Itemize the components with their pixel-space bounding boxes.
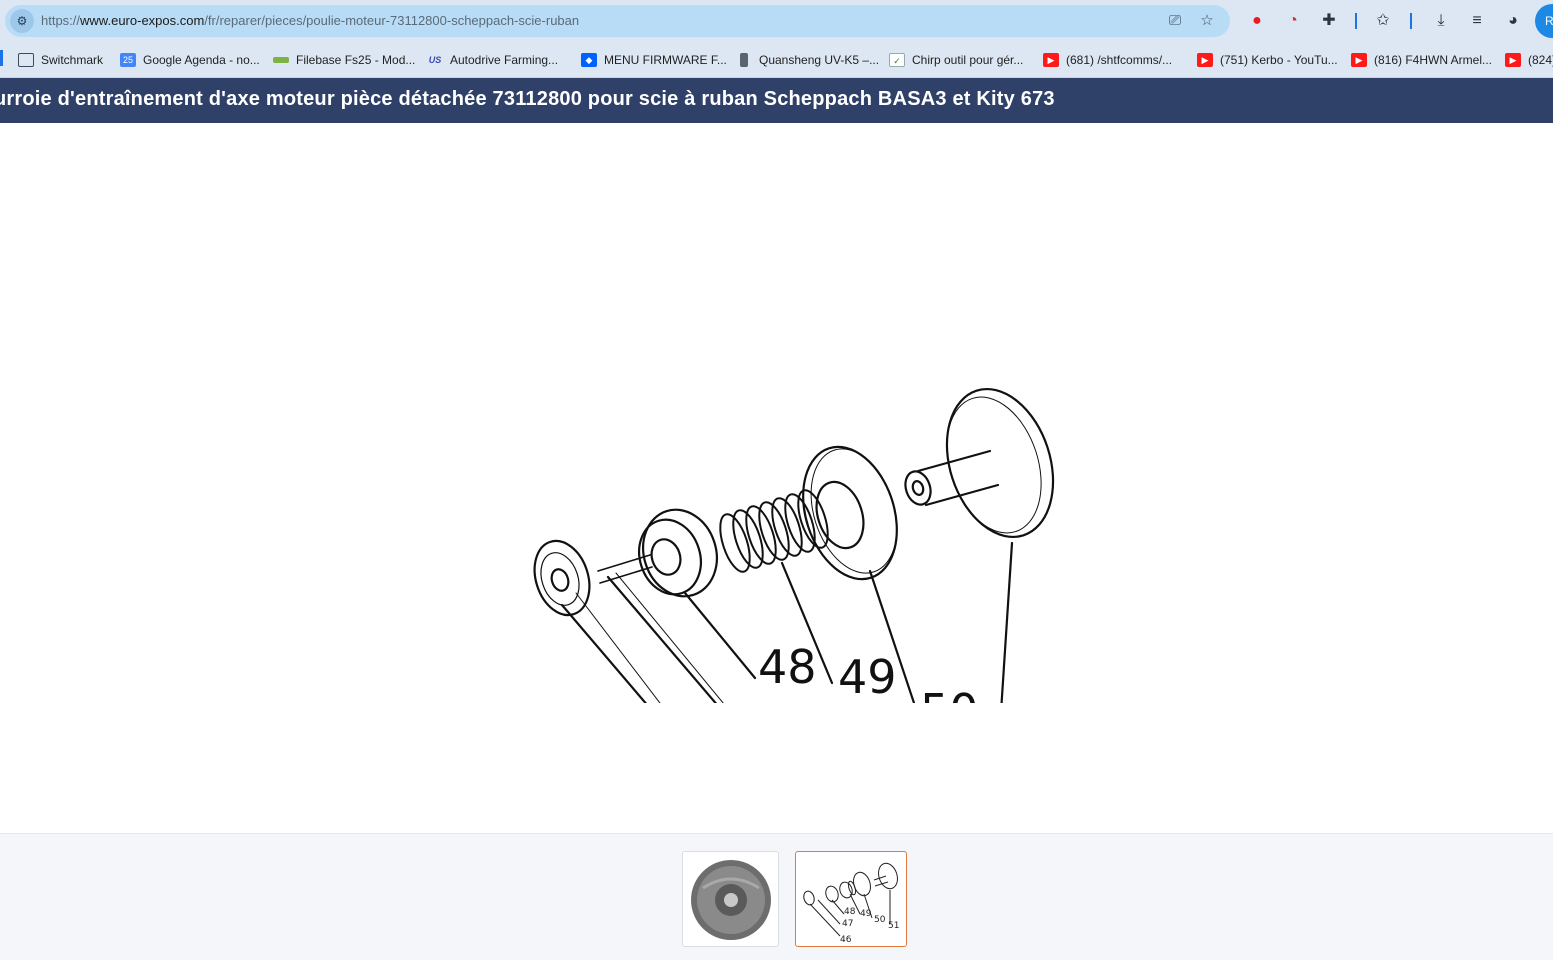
- diagram-thumbnail[interactable]: 46 47 48 49 50 51: [795, 851, 907, 947]
- bookmark-label: Quansheng UV-K5 –...: [759, 53, 880, 67]
- dropbox-icon: ◆: [581, 53, 597, 67]
- photo-thumbnail[interactable]: [682, 851, 779, 947]
- leader-46: [560, 603, 647, 703]
- bookmark-item[interactable]: Filebase Fs25 - Mod...: [273, 51, 415, 69]
- label-48: 48: [758, 640, 817, 694]
- leader-47: [606, 575, 718, 703]
- part-50-disc-rim: [810, 448, 898, 574]
- part-48-bearing-inner: [650, 538, 682, 576]
- bookmark-label: (681) /shtfcomms/...: [1066, 53, 1173, 67]
- bookmark-label: Google Agenda - no...: [143, 53, 260, 67]
- leader-51: [1000, 541, 1014, 703]
- extension-gauge-icon[interactable]: ◔: [1288, 12, 1298, 29]
- bookmark-label: Switchmark: [41, 53, 104, 67]
- toolbar-separator: [1355, 13, 1357, 29]
- part-51-bore: [911, 480, 925, 496]
- part-47-pin: [597, 554, 653, 584]
- bookmark-item[interactable]: Quansheng UV-K5 –...: [736, 51, 879, 69]
- browser-toolbar: ⚙ https://www.euro-expos.com/fr/reparer/…: [0, 0, 1553, 42]
- url-text[interactable]: https://www.euro-expos.com/fr/reparer/pi…: [41, 13, 579, 28]
- bookmark-item[interactable]: ▶ (824): [1505, 51, 1553, 69]
- youtube-icon: ▶: [1043, 53, 1059, 67]
- address-bar[interactable]: ⚙ https://www.euro-expos.com/fr/reparer/…: [5, 5, 1230, 37]
- leader-46b: [575, 592, 661, 703]
- folder-icon: [18, 53, 34, 67]
- part-48-bearing-face: [638, 518, 702, 596]
- exploded-parts-diagram: 48 49 50 51 47 46: [533, 387, 1055, 703]
- chirp-icon: ✓: [889, 53, 905, 67]
- part-46-washer-rim: [540, 552, 580, 606]
- opera-icon[interactable]: ●: [1252, 12, 1262, 29]
- label-49: 49: [838, 650, 897, 703]
- page-header: urroie d'entraînement d'axe moteur pièce…: [0, 78, 1553, 123]
- part-48-bearing-outer: [642, 508, 718, 598]
- bookmark-item[interactable]: US Autodrive Farming...: [427, 51, 558, 69]
- url-scheme: https://: [41, 13, 81, 28]
- bookmark-label: (751) Kerbo - YouTu...: [1220, 53, 1338, 67]
- thumb-label-51: 51: [888, 921, 899, 931]
- diagram-mini-icon: 46 47 48 49 50 51: [803, 862, 899, 945]
- bookmark-star-icon[interactable]: ☆: [1200, 12, 1214, 29]
- thumb-label-48: 48: [844, 907, 856, 917]
- part-50-collar: [815, 480, 865, 550]
- bookmarks-accent: [0, 50, 3, 66]
- bookmark-label: MENU FIRMWARE F...: [604, 53, 727, 67]
- bookmark-label: Filebase Fs25 - Mod...: [296, 53, 416, 67]
- thumb-label-47: 47: [842, 919, 853, 929]
- extensions-puzzle-icon[interactable]: ✚: [1322, 12, 1336, 29]
- site-info-icon[interactable]: ⚙: [10, 9, 34, 33]
- youtube-icon: ▶: [1197, 53, 1213, 67]
- radio-icon: [740, 53, 748, 67]
- bookmarks-bar: Switchmark 25 Google Agenda - no... Fileb…: [0, 42, 1553, 78]
- profile-avatar[interactable]: R: [1535, 4, 1553, 38]
- thumb-label-50: 50: [874, 915, 886, 925]
- bookmark-item[interactable]: ▶ (816) F4HWN Armel...: [1351, 51, 1492, 69]
- bookmark-label: Autodrive Farming...: [450, 53, 559, 67]
- part-51-disc-rim: [946, 396, 1042, 534]
- leader-50: [868, 569, 916, 703]
- url-path: /fr/reparer/pieces/poulie-moteur-7311280…: [204, 13, 580, 28]
- thumb-label-49: 49: [860, 909, 872, 919]
- calendar-icon: 25: [120, 53, 136, 67]
- part-51-hub-end: [904, 470, 932, 506]
- main-product-image[interactable]: 48 49 50 51 47 46: [0, 123, 1553, 833]
- youtube-icon: ▶: [1351, 53, 1367, 67]
- us-icon: US: [428, 55, 442, 65]
- youtube-icon: ▶: [1505, 53, 1521, 67]
- bookmark-item[interactable]: ▶ (751) Kerbo - YouTu...: [1197, 51, 1338, 69]
- download-icon[interactable]: ⤓: [1437, 12, 1445, 29]
- favorites-icon[interactable]: ✩: [1376, 12, 1390, 29]
- part-46-washer: [533, 539, 591, 617]
- thumbnail-strip: 46 47 48 49 50 51: [0, 833, 1553, 960]
- bookmark-item[interactable]: ▶ (681) /shtfcomms/...: [1043, 51, 1172, 69]
- bookmark-item[interactable]: ◆ MENU FIRMWARE F...: [581, 51, 727, 69]
- bookmark-label: (816) F4HWN Armel...: [1374, 53, 1493, 67]
- bookmark-item[interactable]: 25 Google Agenda - no...: [120, 51, 260, 69]
- thumb-label-46: 46: [840, 935, 852, 945]
- part-49-spring: [719, 489, 829, 573]
- pulley-photo-icon: [691, 860, 771, 940]
- user-extension-icon[interactable]: ◕: [1508, 12, 1518, 29]
- leader-47b: [615, 572, 724, 703]
- filebase-icon: [273, 57, 289, 63]
- page-title: urroie d'entraînement d'axe moteur pièce…: [0, 88, 1055, 110]
- part-50-disc: [802, 445, 898, 581]
- leader-48: [683, 591, 757, 680]
- part-51-hub: [916, 449, 1000, 507]
- install-app-icon[interactable]: ⎚: [1168, 12, 1181, 29]
- bookmark-label: (824): [1528, 53, 1553, 67]
- url-host: www.euro-expos.com: [80, 13, 205, 28]
- bookmark-item[interactable]: ✓ Chirp outil pour gér...: [889, 51, 1023, 69]
- media-queue-icon[interactable]: ≡: [1472, 12, 1482, 29]
- leader-49: [780, 561, 834, 685]
- bookmark-label: Chirp outil pour gér...: [912, 53, 1024, 67]
- part-46-bore: [550, 568, 570, 592]
- bookmark-item[interactable]: Switchmark: [18, 51, 103, 69]
- label-50: 50: [920, 684, 979, 703]
- toolbar-separator: [1410, 13, 1412, 29]
